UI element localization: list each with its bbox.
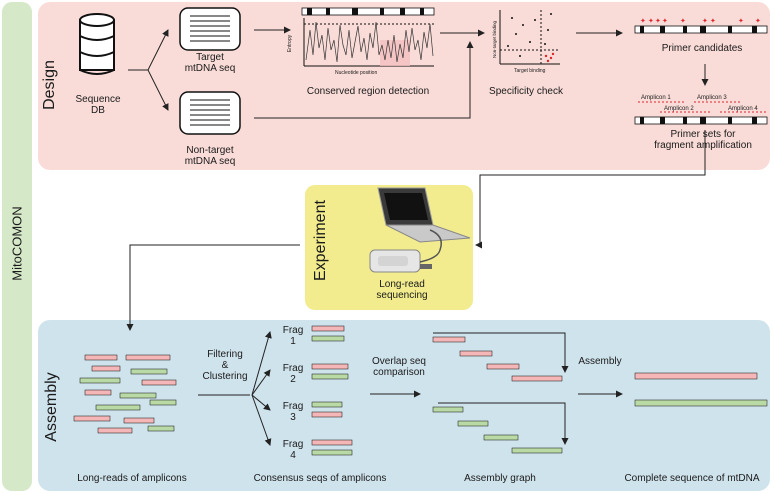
laptop-icon (377, 187, 471, 243)
long-reads (73, 354, 177, 434)
entropy-axis: Entropy (287, 34, 294, 53)
frag-2-label: Frag 2 (282, 363, 304, 385)
filtering-label: Filtering & Clustering (202, 349, 248, 382)
svg-text:✦: ✦ (662, 17, 668, 25)
entropy-plot (301, 7, 435, 67)
amplicon-1: Amplicon 1 (641, 95, 671, 101)
svg-text:✦: ✦ (755, 17, 761, 25)
sequencer-icon (369, 229, 442, 273)
specificity-scatter (499, 10, 560, 65)
svg-text:✦: ✦ (648, 17, 654, 25)
caption-assembly-graph: Assembly graph (464, 473, 536, 484)
nontarget-binding-axis: Non-target binding (492, 20, 498, 59)
caption-long-reads: Long-reads of amplicons (77, 473, 187, 484)
amplicon-4: Amplicon 4 (728, 106, 758, 112)
sequence-db-label: Sequence DB (75, 94, 121, 116)
assembly-graph (432, 336, 563, 454)
target-document-icon (179, 7, 241, 51)
nontarget-label: Non-target mtDNA seq (184, 145, 236, 167)
primer-candidates-bar: ✦✦✦✦ ✦✦✦✦✦ (634, 17, 768, 34)
specificity-label: Specificity check (489, 86, 563, 97)
consensus-frags (311, 325, 353, 456)
primer-sets-label: Primer sets for fragment amplification (654, 129, 752, 151)
database-icon (79, 13, 115, 75)
side-bar (2, 2, 32, 491)
svg-text:✦: ✦ (702, 17, 708, 25)
nucleotide-axis: Nucleotide position (335, 70, 378, 76)
svg-text:✦: ✦ (680, 17, 686, 25)
frag-3-label: Frag 3 (282, 401, 304, 423)
caption-complete: Complete sequence of mtDNA (624, 473, 760, 484)
amplicon-2: Amplicon 2 (664, 106, 694, 112)
target-binding-axis: Target binding (514, 68, 546, 74)
long-read-label: Long-read sequencing (376, 279, 428, 301)
primer-candidates-label: Primer candidates (661, 43, 743, 54)
conserved-label: Conserved region detection (306, 86, 430, 97)
svg-text:✦: ✦ (738, 17, 744, 25)
target-label: Target mtDNA seq (184, 52, 236, 74)
nontarget-document-icon (179, 91, 241, 135)
frag-4-label: Frag 4 (282, 439, 304, 461)
assembly-step-label: Assembly (578, 356, 622, 367)
svg-text:✦: ✦ (640, 17, 646, 25)
primer-sets-bar (634, 101, 768, 125)
complete-sequences (634, 372, 768, 407)
svg-text:✦: ✦ (655, 17, 661, 25)
amplicon-3: Amplicon 3 (697, 95, 727, 101)
svg-text:✦: ✦ (710, 17, 716, 25)
overlap-label: Overlap seq comparison (372, 356, 426, 378)
frag-1-label: Frag 1 (282, 325, 304, 347)
caption-consensus: Consensus seqs of amplicons (253, 473, 387, 484)
